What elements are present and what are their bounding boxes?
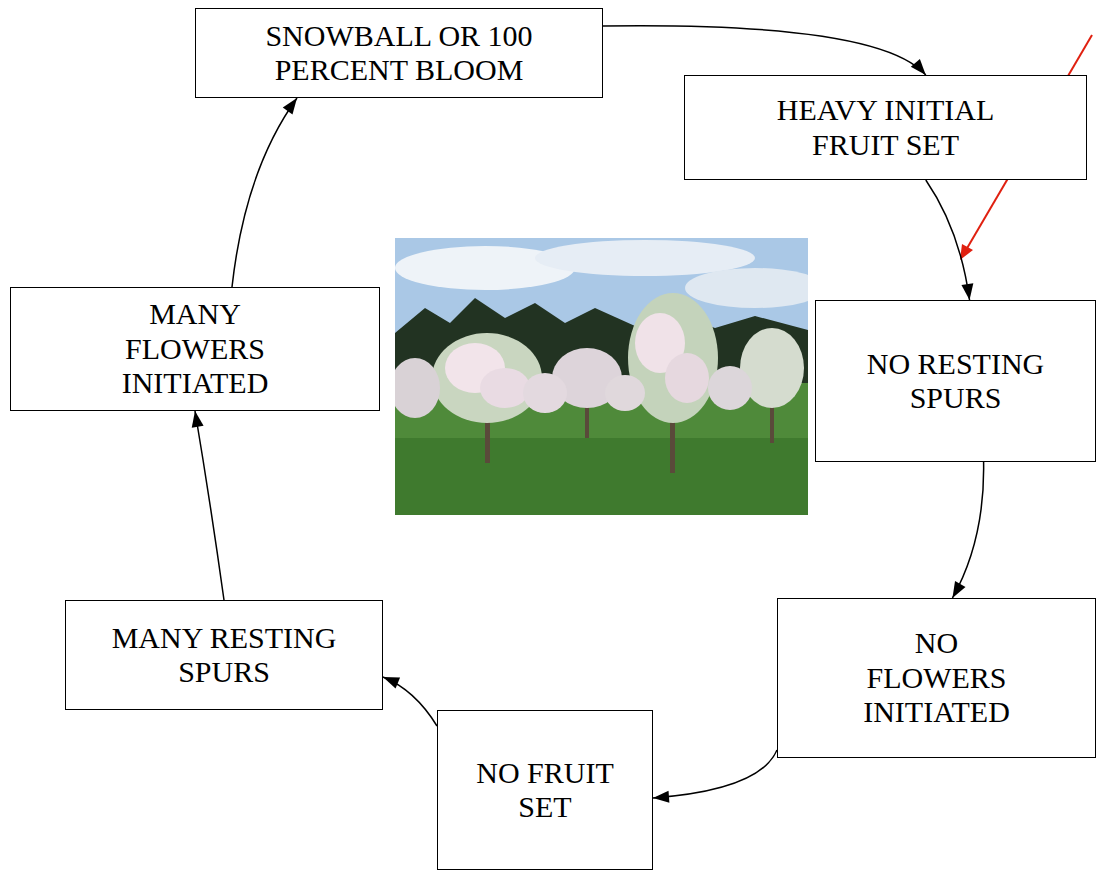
process-box: NO FRUIT SET [437, 710, 653, 870]
cycle-arrow [926, 180, 974, 300]
cycle-arrow [952, 462, 983, 598]
arrow-head [911, 59, 926, 75]
box-label: MANY RESTING SPURS [79, 621, 369, 690]
connector-line [232, 98, 297, 287]
arrow-head [192, 411, 204, 428]
box-content: NO FRUIT SET [460, 756, 630, 825]
connector-line [383, 677, 437, 726]
process-box: SNOWBALL OR 100 PERCENT BLOOM [195, 8, 603, 98]
connector-line [926, 180, 970, 300]
cycle-arrow [603, 26, 926, 75]
box-content: NO FLOWERS INITIATED [847, 626, 1027, 730]
box-content: HEAVY INITIAL FRUIT SET [756, 93, 1016, 162]
box-content: SNOWBALL OR 100 PERCENT BLOOM [234, 19, 564, 88]
arrow-head [952, 581, 965, 598]
photo-trees [395, 293, 804, 473]
arrow-head [961, 283, 973, 300]
cycle-arrow [653, 750, 777, 803]
connector-line [195, 411, 224, 600]
connector-line [653, 750, 777, 798]
box-label: HEAVY INITIAL FRUIT SET [756, 93, 1016, 162]
process-box: HEAVY INITIAL FRUIT SET [684, 75, 1087, 180]
box-label: SNOWBALL OR 100 PERCENT BLOOM [234, 19, 564, 88]
box-label: MANY FLOWERS INITIATED [100, 297, 290, 401]
box-content: MANY RESTING SPURS [79, 621, 369, 690]
arrow-head [283, 98, 297, 114]
arrow-head [653, 791, 669, 803]
photo-grass [395, 438, 808, 515]
process-box: MANY FLOWERS INITIATED [10, 287, 380, 411]
box-label: NO RESTING SPURS [841, 347, 1071, 416]
arrow-head [383, 677, 400, 689]
box-content: NO RESTING SPURS [841, 347, 1071, 416]
box-content: MANY FLOWERS INITIATED [100, 297, 290, 401]
cycle-arrow [232, 98, 297, 287]
connector-line [952, 462, 983, 598]
process-box: NO RESTING SPURS [815, 300, 1096, 462]
cycle-arrow [192, 411, 224, 600]
process-box: MANY RESTING SPURS [65, 600, 383, 710]
connector-line [603, 26, 926, 75]
photo-cloud [685, 268, 808, 308]
box-label: NO FRUIT SET [460, 756, 630, 825]
cycle-arrow [383, 677, 437, 726]
process-box: NO FLOWERS INITIATED [777, 598, 1096, 758]
orchard-photo [395, 238, 808, 515]
box-label: NO FLOWERS INITIATED [847, 626, 1027, 730]
